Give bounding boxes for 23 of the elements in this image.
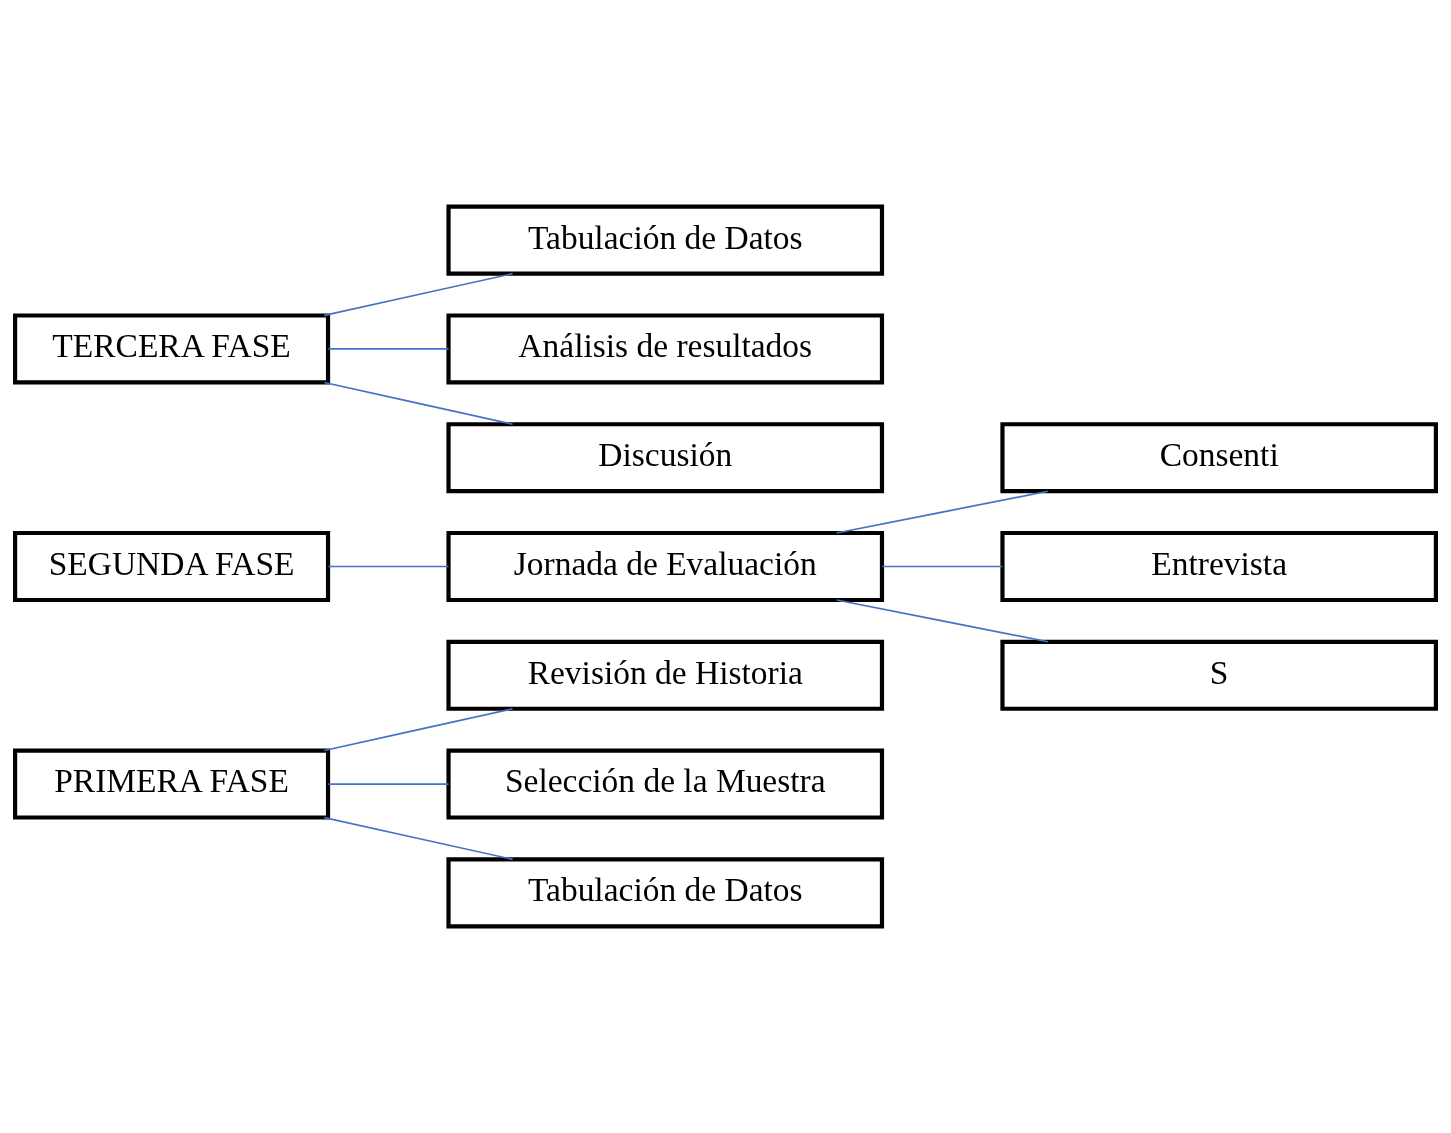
connector: [323, 707, 514, 752]
connector: [835, 490, 1049, 534]
connector: [323, 272, 514, 317]
connector: [327, 348, 450, 350]
node-box: Tabulación de Datos: [446, 204, 885, 276]
node-box: SEGUNDA FASE: [13, 530, 331, 603]
connector: [835, 599, 1049, 643]
node-box: Selección de la Muestra: [446, 748, 885, 820]
node-box: Tabulación de Datos: [446, 857, 885, 929]
node-box: S: [1000, 639, 1438, 711]
node-box: Entrevista: [1000, 530, 1438, 603]
connector: [327, 783, 450, 785]
connector: [323, 381, 514, 426]
node-box: PRIMERA FASE: [13, 748, 331, 820]
node-box: Análisis de resultados: [446, 313, 885, 385]
connector: [327, 565, 450, 568]
connector: [881, 565, 1004, 568]
node-box: Jornada de Evaluación: [446, 530, 885, 603]
node-box: TERCERA FASE: [13, 313, 331, 385]
connector: [323, 816, 514, 861]
node-box: Revisión de Historia: [446, 639, 885, 711]
node-box: Consenti: [1000, 422, 1438, 494]
node-box: Discusión: [446, 422, 885, 494]
